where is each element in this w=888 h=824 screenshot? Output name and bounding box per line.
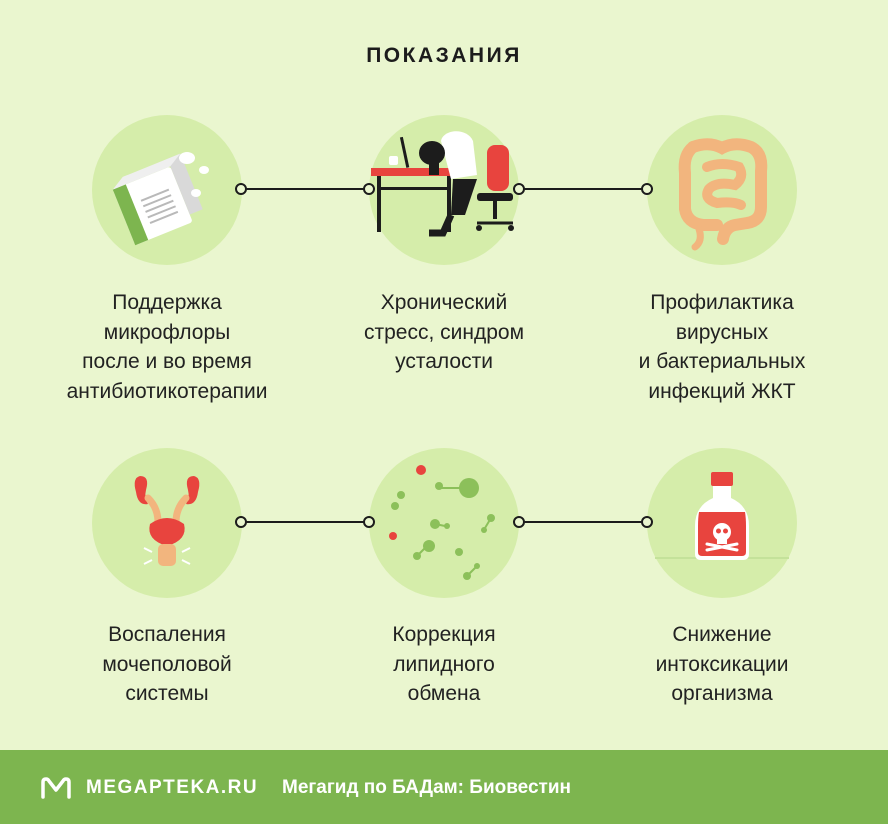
connector-node	[235, 516, 247, 528]
item-caption-microflora: Поддержка микрофлоры после и во время ан…	[66, 291, 268, 403]
item-caption-intoxication: Снижение интоксикации организма	[655, 623, 789, 705]
lipid-molecules-icon	[389, 465, 495, 580]
connector-node	[235, 183, 247, 195]
connector-line-1	[240, 188, 369, 190]
item-caption-gi-infections: Профилактика вирусных и бактериальных ин…	[638, 291, 806, 403]
item-circle-lipid	[369, 448, 519, 598]
item-circle-stress	[369, 115, 519, 265]
poison-bottle-icon	[655, 472, 789, 560]
urinary-system-icon	[134, 476, 200, 566]
connector-node	[641, 516, 653, 528]
connector-node	[363, 516, 375, 528]
connector-node	[513, 516, 525, 528]
connector-line-3	[240, 521, 369, 523]
item-caption-stress: Хронический стресс, синдром усталости	[363, 291, 525, 373]
item-circle-gi-infections	[647, 115, 797, 265]
page-title: ПОКАЗАНИЯ	[366, 44, 522, 67]
item-circle-urogenital	[92, 448, 242, 598]
connector-node	[363, 183, 375, 195]
item-caption-lipid: Коррекция липидного обмена	[392, 623, 496, 705]
connector-node	[513, 183, 525, 195]
megapteka-logo-icon	[41, 777, 71, 799]
intestine-icon	[678, 138, 768, 251]
item-circle-intoxication	[647, 448, 797, 598]
probiotic-box-icon	[112, 152, 209, 246]
tired-worker-icon	[371, 131, 514, 237]
item-caption-urogenital: Воспаления мочеполовой системы	[102, 623, 232, 705]
footer-tagline: Мегагид по БАДам: Биовестин	[282, 777, 572, 798]
connector-line-4	[519, 521, 647, 523]
connector-node	[641, 183, 653, 195]
footer-bar	[0, 750, 888, 824]
site-name: MEGAPTEKA.RU	[86, 777, 259, 798]
item-circle-microflora	[92, 115, 242, 265]
connector-line-2	[519, 188, 647, 190]
